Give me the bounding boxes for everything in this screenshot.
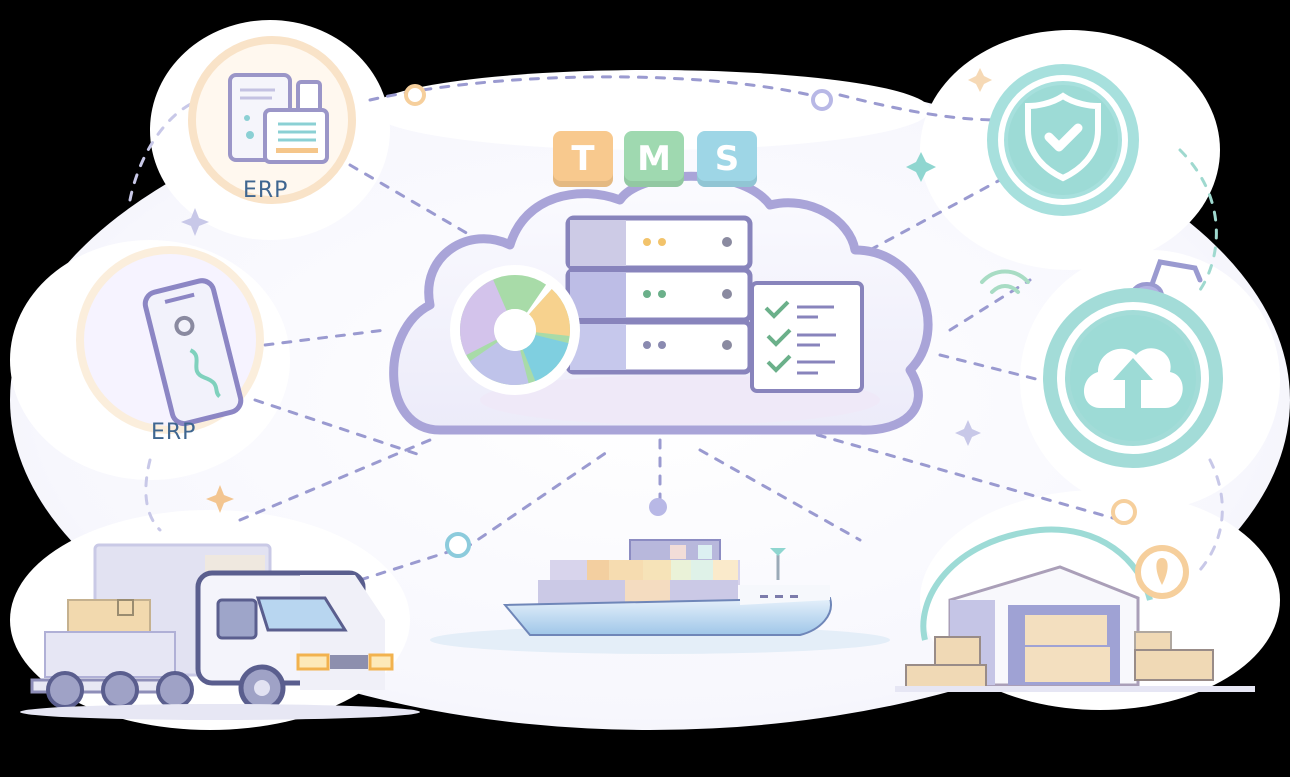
ring-nodes [404,84,1137,558]
erp-documents-node [188,36,356,204]
erp-mobile-node [76,246,264,434]
documents-icon [228,73,329,164]
wifi-icon [980,269,1030,294]
tms-cloud-hub [389,171,933,435]
tms-letter-s: S [697,131,757,187]
cloud-upload-node [1043,259,1223,468]
erp-documents-label: ERP [243,178,289,203]
server-rack-icon [565,215,753,375]
tms-letter-m: M [624,131,684,187]
erp-mobile-label: ERP [151,420,197,445]
donut-chart-icon [450,265,580,395]
checklist-icon [750,281,864,393]
shield-check-icon [1025,92,1101,182]
mobile-route-icon [142,278,244,427]
truck-icon [20,543,420,720]
security-node [987,64,1139,216]
tms-letter-t: T [553,131,613,187]
sparkle-icons [181,68,992,513]
cloud-upload-icon [1083,348,1183,410]
warehouse-icon [895,526,1255,692]
cargo-ship-icon [430,539,890,654]
